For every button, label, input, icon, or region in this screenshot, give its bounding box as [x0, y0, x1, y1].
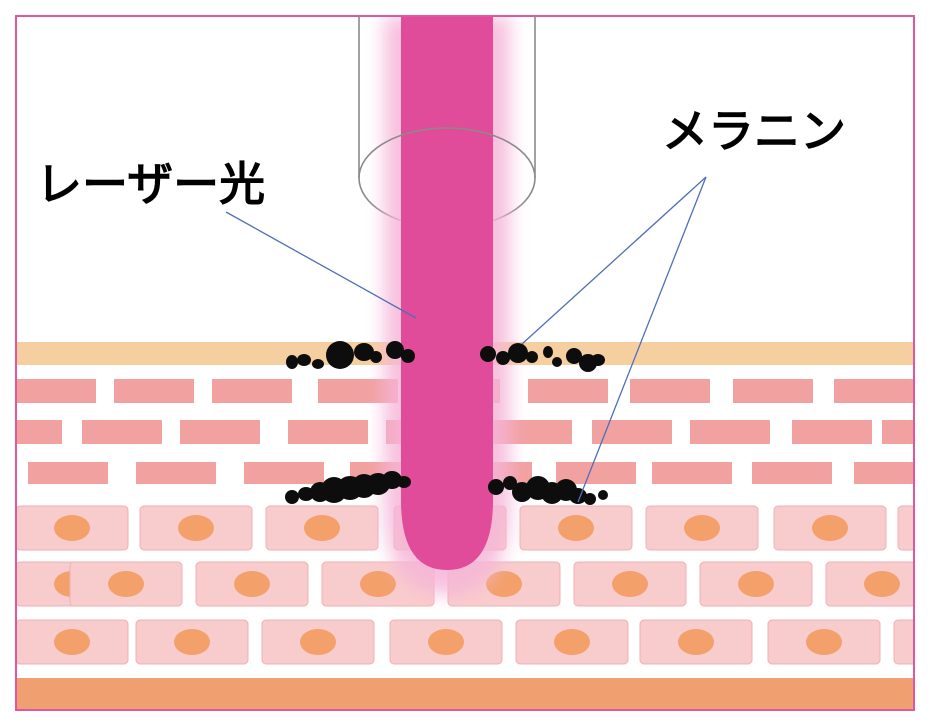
melanin-granule: [397, 476, 411, 488]
melanin-granule: [488, 479, 504, 495]
skin-brick: [212, 379, 292, 403]
cell-nucleus: [554, 629, 590, 655]
skin-brick: [82, 420, 162, 444]
cell-nucleus: [300, 629, 336, 655]
melanin-granule: [584, 493, 596, 505]
cell-nucleus: [108, 571, 144, 597]
skin-brick: [652, 462, 732, 484]
cell-nucleus: [684, 515, 720, 541]
cell-nucleus: [360, 571, 396, 597]
skin-brick: [882, 420, 914, 444]
cell-nucleus: [486, 571, 522, 597]
cell-nucleus: [174, 629, 210, 655]
melanin-granule: [598, 490, 608, 500]
cell-nucleus: [812, 515, 848, 541]
laser-handpiece-rim: [358, 127, 536, 179]
cell-nucleus: [738, 571, 774, 597]
melanin-granule: [354, 343, 374, 361]
cell-nucleus: [54, 515, 90, 541]
skin-brick: [854, 462, 914, 484]
skin-brick: [180, 420, 260, 444]
cell-nucleus: [54, 629, 90, 655]
melanin-granule: [526, 351, 538, 363]
skin-brick: [244, 462, 324, 484]
melanin-granule: [386, 341, 404, 359]
melanin-granule: [285, 490, 299, 504]
melanin-granule: [370, 351, 382, 363]
melanin-granule: [326, 341, 354, 369]
skin-brick: [792, 420, 872, 444]
skin-brick: [528, 379, 608, 403]
laser-beam: [401, 16, 493, 570]
melanin-granule: [382, 471, 402, 489]
skin-brick: [690, 420, 770, 444]
brick-layer: [16, 379, 914, 484]
melanin-granule: [298, 487, 314, 501]
laser-leader-line: [225, 211, 417, 319]
melanin-label: メラニン: [662, 104, 846, 158]
skin-brick: [114, 379, 194, 403]
cell-nucleus: [304, 515, 340, 541]
diagram-content: レーザー光 メラニン: [16, 16, 914, 710]
melanin-granule: [401, 349, 415, 363]
skin-brick: [834, 379, 914, 403]
skin-brick: [556, 462, 636, 484]
cell-nucleus: [178, 515, 214, 541]
melanin-granule: [480, 346, 496, 362]
melanin-granule: [496, 351, 510, 365]
skin-cell: [893, 619, 914, 665]
skin-brick: [752, 462, 832, 484]
diagram-frame: [15, 15, 915, 711]
melanin-granule: [552, 357, 562, 367]
cell-nucleus: [806, 629, 842, 655]
skin-brick: [136, 462, 216, 484]
cell-nucleus: [428, 629, 464, 655]
skin-brick: [16, 379, 96, 403]
skin-brick: [733, 379, 813, 403]
melanin-leader-line-upper: [521, 176, 707, 345]
cell-nucleus: [612, 571, 648, 597]
skin-brick: [288, 420, 368, 444]
dermis-base-layer: [16, 678, 914, 710]
skin-brick: [630, 379, 710, 403]
melanin-leader-line-lower: [577, 176, 707, 503]
skin-brick: [28, 462, 108, 484]
cell-nucleus: [678, 629, 714, 655]
skin-brick: [592, 420, 672, 444]
cell-nucleus: [864, 571, 900, 597]
cell-layer: [16, 505, 914, 665]
skin-brick: [16, 420, 62, 444]
melanin-granule: [566, 348, 582, 364]
melanin-granule: [286, 355, 298, 369]
laser-label: レーザー光: [36, 157, 265, 211]
leader-lines: [225, 176, 707, 503]
melanin-granule: [543, 346, 553, 358]
melanin-granule: [503, 476, 517, 490]
cell-nucleus: [234, 571, 270, 597]
skin-cell: [897, 505, 914, 551]
melanin-granule: [312, 359, 324, 369]
cell-nucleus: [558, 515, 594, 541]
melanin-granule: [508, 343, 528, 363]
melanin-granule: [297, 354, 311, 366]
melanin-pigment: [285, 341, 608, 505]
melanin-granule: [591, 354, 605, 366]
